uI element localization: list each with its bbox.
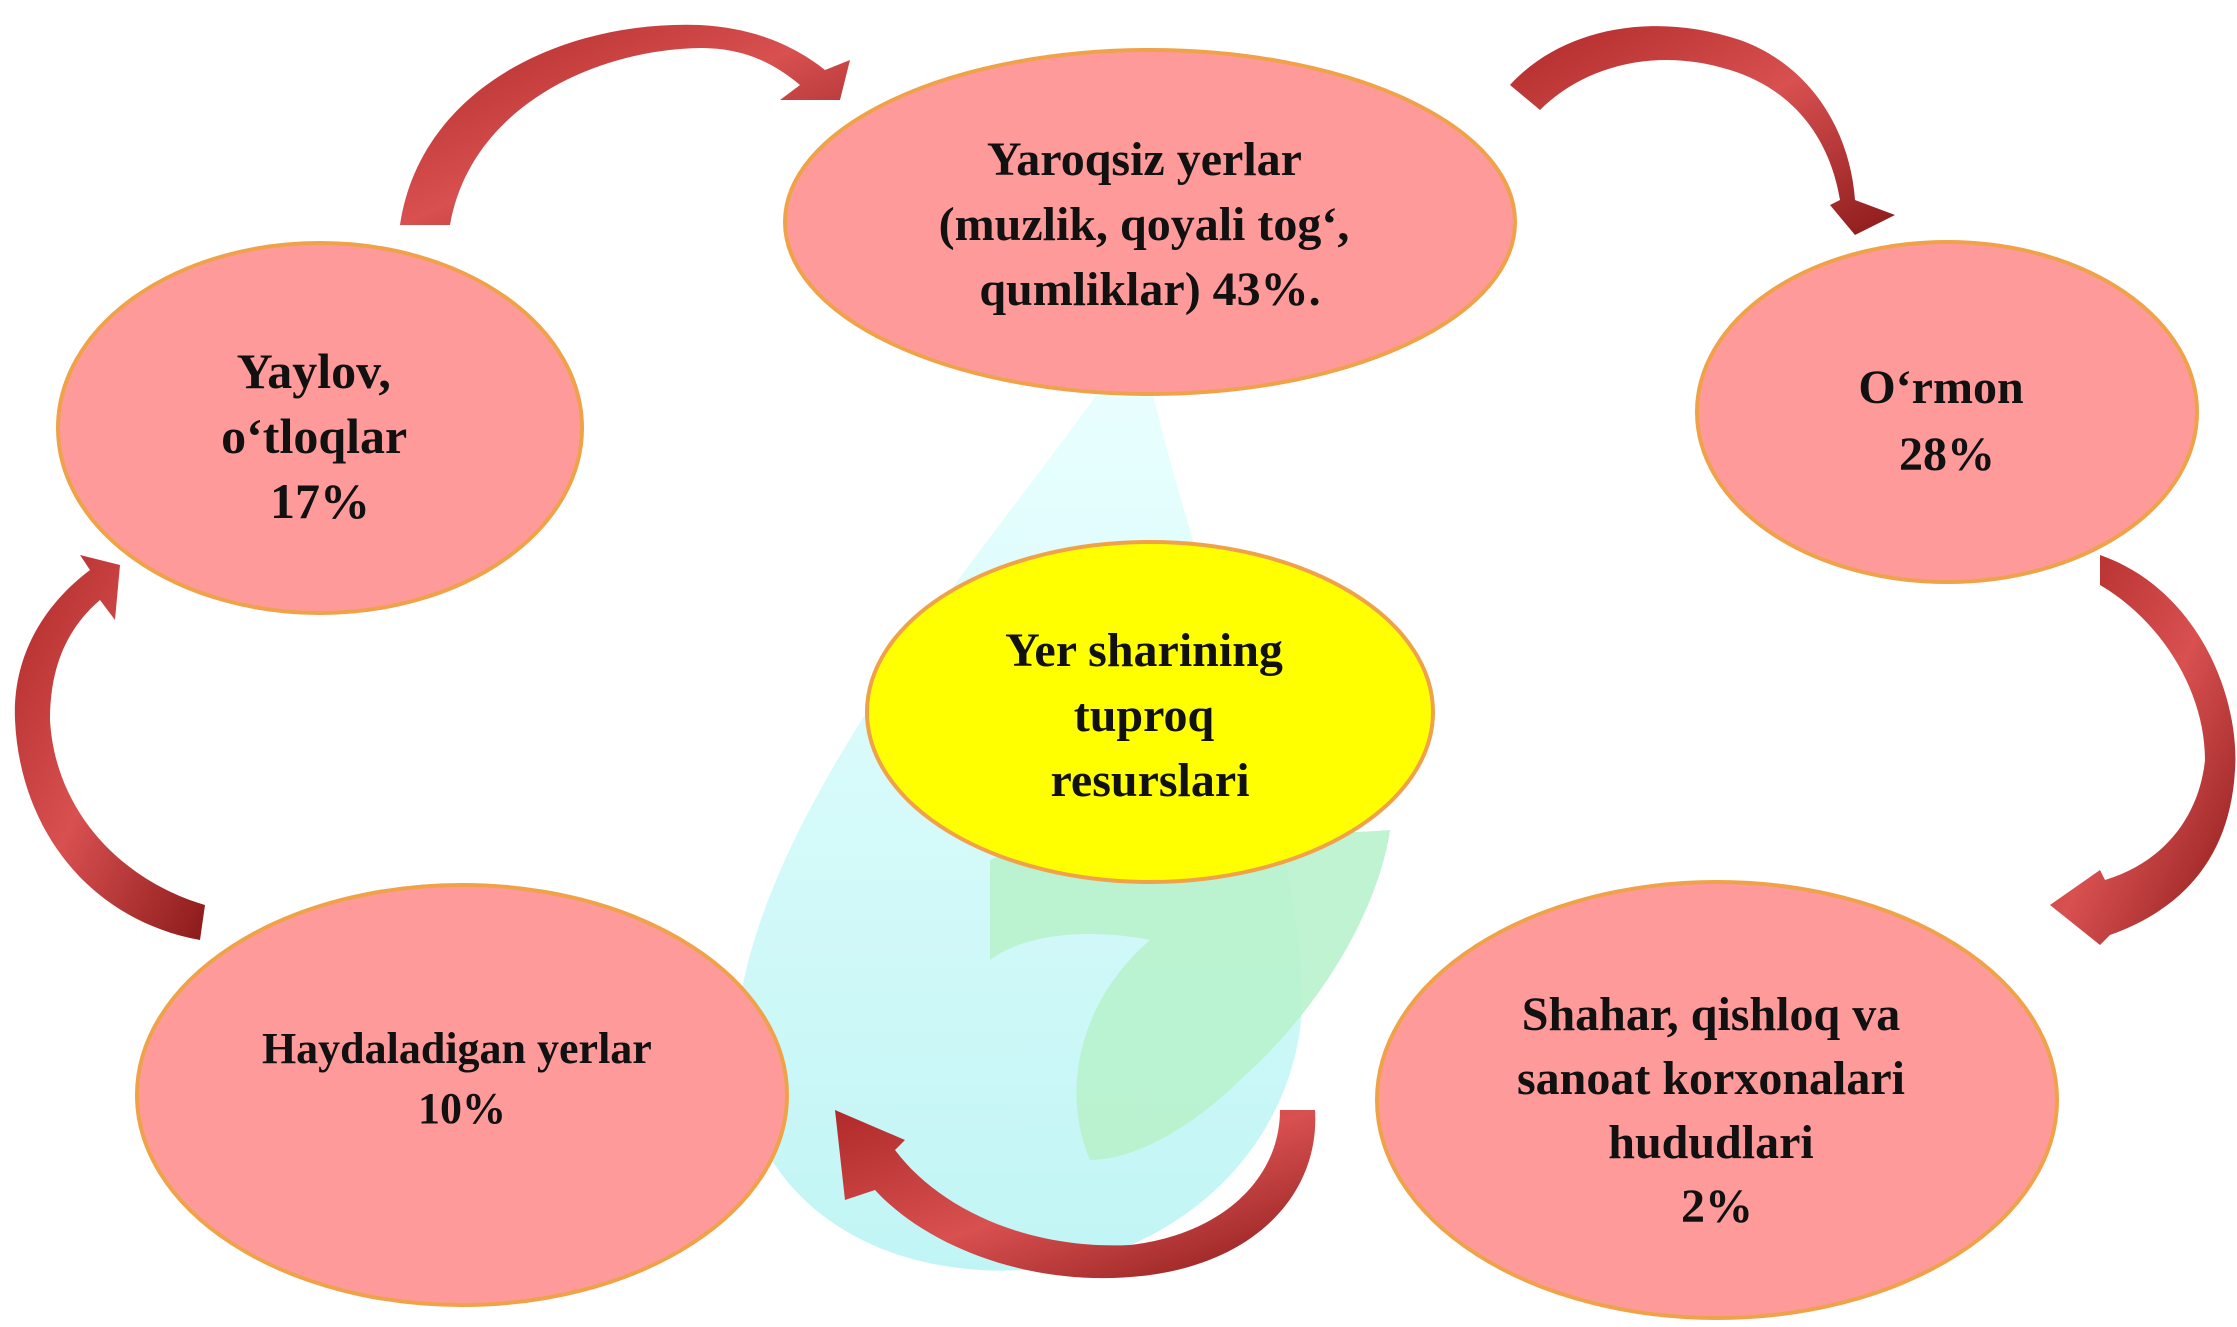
node-pasture-line-3: 17% (270, 473, 370, 529)
node-arable-ellipse (135, 883, 789, 1307)
node-forest-line-2: 28% (1899, 428, 1995, 481)
node-urban-ellipse (1375, 880, 2059, 1320)
node-center-line-1: Yer sharining (1005, 624, 1283, 677)
arrow-pasture-to-barren-icon (400, 24, 850, 225)
node-center-line-3: resurslari (1050, 754, 1249, 807)
node-urban-line-4: 2% (1681, 1180, 1753, 1233)
node-arable-line-2: 10% (418, 1084, 506, 1133)
node-barren-line-2: (muzlik, qoyali tog‘, (939, 198, 1350, 251)
node-center-ellipse (865, 540, 1435, 884)
node-urban-areas: Shahar, qishloq va sanoat korxonalari hu… (1375, 880, 2059, 1320)
node-center-land-resources: Yer sharining tuproq resurslari (865, 540, 1435, 884)
node-forest-line-1: O‘rmon (1858, 361, 2023, 414)
cycle-arrows (14, 24, 2236, 1279)
svg-text:Yaroqsiz yerlar (muzlik,: Yaroqsiz yerlar (muzlik, qoyali tog‘, qu… (939, 133, 1362, 316)
node-arable-line-1: Haydaladigan yerlar (262, 1024, 651, 1073)
node-forest: O‘rmon 28% (1695, 240, 2199, 584)
node-arable-lands: Haydaladigan yerlar 10% (135, 883, 789, 1307)
node-pasture-line-2: o‘tloqlar (221, 408, 407, 464)
svg-text:Shahar, qishloq va sanoa: Shahar, qishloq va sanoat korxonalari hu… (1517, 988, 1917, 1233)
node-pasture-ellipse (56, 241, 584, 615)
node-barren-lands: Yaroqsiz yerlar (muzlik, qoyali tog‘, qu… (783, 48, 1517, 396)
leaf-shape (990, 830, 1390, 1160)
arrow-barren-to-forest-icon (1510, 26, 1895, 235)
node-forest-ellipse (1695, 240, 2199, 584)
svg-text:Haydaladigan yerlar 10%: Haydaladigan yerlar 10% (262, 1024, 662, 1133)
node-urban-line-2: sanoat korxonalari (1517, 1052, 1905, 1105)
node-pasture: Yaylov, o‘tloqlar 17% (56, 241, 584, 615)
node-center-line-2: tuproq (1074, 689, 1215, 742)
svg-text:O‘rmon 28%: O‘rmon 28% (1858, 361, 2035, 481)
node-barren-ellipse (783, 48, 1517, 396)
node-barren-line-1: Yaroqsiz yerlar (987, 133, 1302, 186)
node-pasture-line-1: Yaylov, (237, 343, 391, 399)
svg-text:Yaylov, o‘tloqlar: Yaylov, o‘tloqlar 17% (221, 343, 419, 529)
node-barren-line-3: qumliklar) 43%. (979, 263, 1320, 316)
node-urban-line-3: hududlari (1608, 1116, 1813, 1169)
water-drop-highlight (808, 430, 870, 660)
arrow-arable-to-pasture-icon (14, 555, 205, 940)
arrow-forest-to-urban-icon (2050, 555, 2236, 945)
node-urban-line-1: Shahar, qishloq va (1522, 988, 1900, 1041)
arrow-urban-to-arable-icon (835, 1110, 1316, 1279)
svg-text:Yer sharining tuproq: Yer sharining tuproq resurslari (1005, 624, 1295, 807)
